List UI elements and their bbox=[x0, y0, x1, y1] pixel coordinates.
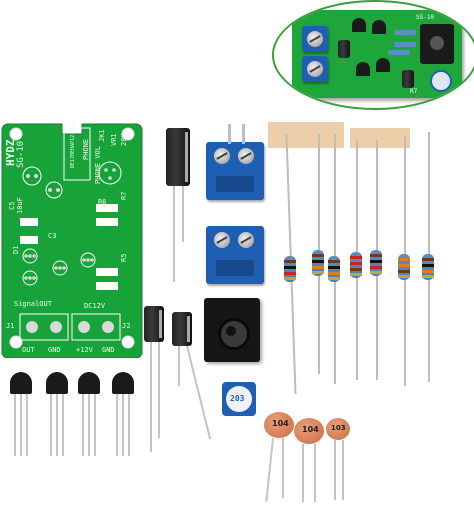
terminal-block-1 bbox=[206, 142, 264, 200]
label-c3: C3 bbox=[48, 232, 57, 240]
label-c5: C5 bbox=[8, 201, 16, 210]
resistor bbox=[284, 256, 296, 282]
electrolytic-capacitor-small bbox=[172, 312, 192, 346]
label-vr1: VR1 bbox=[110, 133, 118, 146]
label-d1: D1 bbox=[12, 245, 20, 254]
inset-resistor bbox=[388, 50, 410, 55]
inset-resistor bbox=[394, 42, 416, 47]
label-r5: R5 bbox=[120, 253, 128, 262]
capacitor-lead bbox=[173, 186, 175, 282]
resistor bbox=[350, 252, 362, 278]
electrolytic-capacitor-large bbox=[166, 128, 190, 186]
inset-trimmer bbox=[430, 70, 452, 92]
ceramic-capacitor: 103 bbox=[326, 418, 350, 440]
inset-r7-label: R7 bbox=[410, 88, 418, 95]
resistor-tape bbox=[268, 122, 344, 148]
label-out: OUT bbox=[22, 346, 35, 354]
inset-capacitor bbox=[338, 40, 350, 58]
label-signal-out: SignalOUT bbox=[14, 300, 52, 308]
label-phone-vol: PHONE VOL bbox=[94, 146, 102, 184]
inset-transistor bbox=[352, 18, 366, 32]
ceramic-cap-value: 104 bbox=[272, 419, 289, 428]
electrolytic-capacitor-small bbox=[144, 306, 164, 342]
inset-terminal-2 bbox=[302, 56, 328, 82]
inset-phone-jack bbox=[420, 24, 454, 64]
terminal-pin bbox=[228, 124, 231, 144]
pcb-board bbox=[1, 123, 143, 358]
inset-transistor bbox=[376, 58, 390, 72]
ceramic-cap-value: 104 bbox=[302, 425, 319, 434]
label-jk1: JK1 bbox=[98, 129, 106, 142]
resistor bbox=[312, 250, 324, 276]
pcb-model: SG-10 bbox=[16, 140, 26, 168]
capacitor-lead bbox=[182, 186, 184, 242]
label-phone: PHONE bbox=[82, 138, 90, 160]
inset-terminal-1 bbox=[302, 26, 328, 52]
resistor bbox=[422, 254, 434, 280]
label-j2: J2 bbox=[122, 322, 131, 330]
label-plus12v: +12V bbox=[76, 346, 93, 354]
inset-transistor bbox=[372, 20, 386, 34]
inset-resistor bbox=[394, 30, 416, 35]
transistor bbox=[112, 372, 134, 394]
label-code: DE170EHAP1210512 bbox=[70, 119, 76, 168]
label-c5-val: 10uF bbox=[16, 197, 24, 214]
transistor bbox=[46, 372, 68, 394]
ceramic-capacitor: 104 bbox=[264, 412, 294, 438]
resistor bbox=[370, 250, 382, 276]
assembled-board: SG-10 R7 bbox=[292, 10, 462, 98]
resistor bbox=[328, 256, 340, 282]
transistor bbox=[78, 372, 100, 394]
label-vr1-val: 20K bbox=[120, 133, 128, 146]
ceramic-cap-value: 103 bbox=[331, 424, 346, 432]
label-r6: R6 bbox=[98, 198, 107, 206]
inset-transistor bbox=[356, 62, 370, 76]
label-gnd-2: GND bbox=[102, 346, 115, 354]
label-dc12v: DC12V bbox=[84, 302, 106, 310]
label-gnd-1: GND bbox=[48, 346, 61, 354]
label-r7: R7 bbox=[120, 191, 128, 200]
ceramic-capacitor: 104 bbox=[294, 418, 324, 444]
inset-capacitor bbox=[402, 70, 414, 88]
trimmer-pot: 203 bbox=[222, 382, 256, 416]
resistor bbox=[398, 254, 410, 280]
terminal-pin bbox=[242, 124, 245, 144]
resistor-tape bbox=[350, 128, 410, 148]
trimmer-value: 203 bbox=[230, 394, 245, 403]
inset-model-label: SG-10 bbox=[416, 14, 435, 21]
assembled-board-inset: SG-10 R7 bbox=[272, 0, 474, 110]
phone-jack bbox=[204, 298, 260, 362]
transistor bbox=[10, 372, 32, 394]
terminal-block-2 bbox=[206, 226, 264, 284]
capacitor-lead bbox=[178, 346, 180, 386]
capacitor-lead bbox=[158, 342, 160, 438]
label-j1: J1 bbox=[6, 322, 15, 330]
capacitor-lead bbox=[150, 342, 152, 452]
